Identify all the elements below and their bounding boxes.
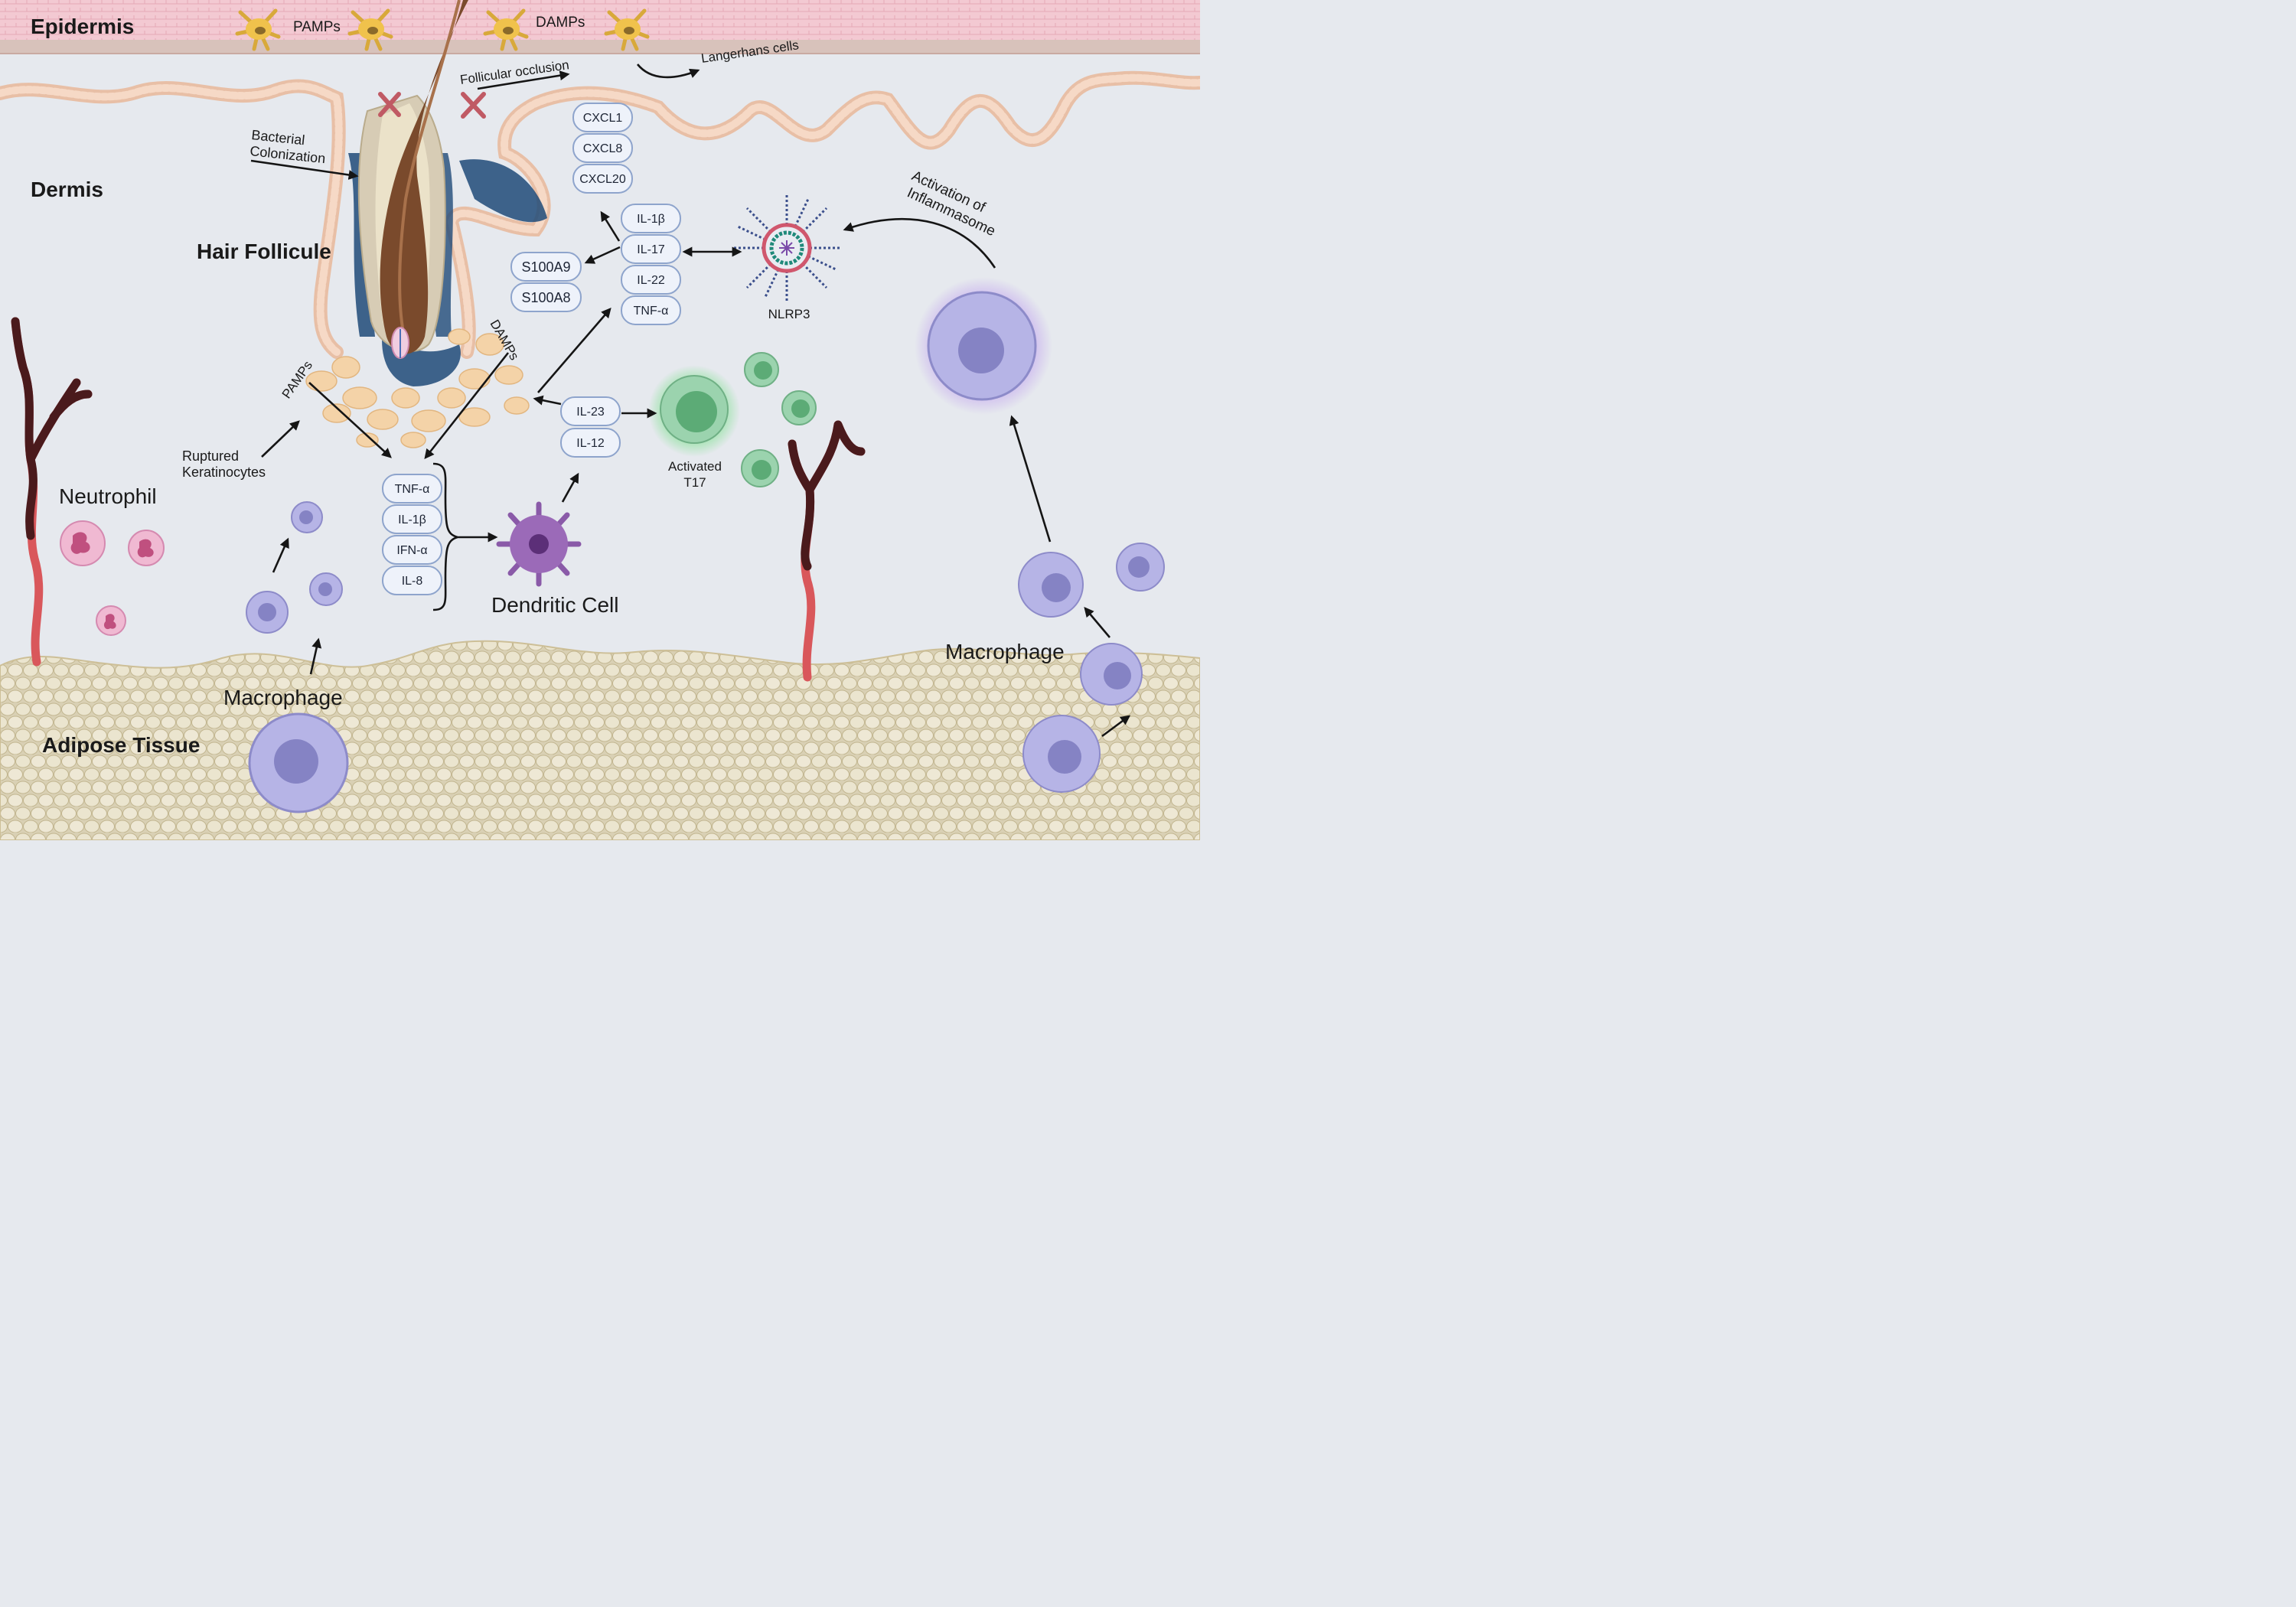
label-ruptured-1: Ruptured xyxy=(182,448,239,464)
pill-s100a9: S100A9 xyxy=(510,252,582,282)
hidradenitis-diagram: CXCL1 CXCL8 CXCL20 IL-1β IL-17 IL-22 TNF… xyxy=(0,0,1207,841)
ruptured-keratinocytes xyxy=(305,328,530,448)
svg-text:CXCL8: CXCL8 xyxy=(583,142,623,155)
pill-cxcl8: CXCL8 xyxy=(572,133,633,163)
s100-group: S100A9 S100A8 xyxy=(510,252,582,312)
pill-il23: IL-23 xyxy=(560,396,621,426)
arrows xyxy=(250,64,1131,738)
label-damps-top: DAMPs xyxy=(536,15,585,31)
blood-vessel-left xyxy=(11,317,93,667)
svg-text:IL-8: IL-8 xyxy=(402,575,423,588)
pill-il22: IL-22 xyxy=(621,265,681,295)
label-macrophage-right: Macrophage xyxy=(945,640,1065,663)
label-neutrophil: Neutrophil xyxy=(59,484,157,508)
pill-tnfa-top: TNF-α xyxy=(621,295,681,325)
svg-text:CXCL20: CXCL20 xyxy=(579,173,626,186)
dendritic-cell xyxy=(496,501,582,587)
pill-il1b-top: IL-1β xyxy=(621,204,681,233)
svg-text:TNF-α: TNF-α xyxy=(634,305,669,318)
label-ruptured-2: Keratinocytes xyxy=(182,464,266,480)
epidermis-layer xyxy=(0,0,1200,54)
follicle-wall xyxy=(0,70,1207,359)
label-t17-2: T17 xyxy=(683,475,706,490)
label-nlrp3: NLRP3 xyxy=(768,307,810,321)
svg-text:IL-22: IL-22 xyxy=(637,274,665,287)
diagram-canvas: CXCL1 CXCL8 CXCL20 IL-1β IL-17 IL-22 TNF… xyxy=(0,0,1207,841)
neutrophils xyxy=(60,520,165,636)
label-pamps-top: PAMPs xyxy=(293,19,341,35)
chemokine-group: CXCL1 CXCL8 CXCL20 xyxy=(572,103,633,194)
macrophages-right xyxy=(915,277,1165,793)
label-epidermis: Epidermis xyxy=(31,15,134,38)
nlrp3-inflammasome xyxy=(732,194,842,302)
blocked-markers xyxy=(378,92,486,119)
hair-follicle xyxy=(357,0,468,359)
svg-text:S100A8: S100A8 xyxy=(521,290,570,305)
pill-il12: IL-12 xyxy=(560,428,621,458)
pill-s100a8: S100A8 xyxy=(510,282,582,312)
dc-cytokine-group: IL-23 IL-12 xyxy=(560,396,621,458)
pill-cxcl1: CXCL1 xyxy=(572,103,633,132)
svg-text:IL-23: IL-23 xyxy=(576,406,605,419)
label-dendritic: Dendritic Cell xyxy=(491,593,619,617)
label-adipose: Adipose Tissue xyxy=(42,733,200,757)
label-hair-follicle: Hair Follicule xyxy=(197,240,331,263)
macrophages-left xyxy=(246,501,349,813)
svg-text:CXCL1: CXCL1 xyxy=(583,112,623,125)
early-cytokine-group: TNF-α IL-1β IFN-α IL-8 xyxy=(382,474,442,595)
th17-cytokine-group: IL-1β IL-17 IL-22 TNF-α xyxy=(621,204,681,325)
svg-text:TNF-α: TNF-α xyxy=(395,483,430,496)
svg-text:S100A9: S100A9 xyxy=(521,259,570,275)
svg-text:IL-1β: IL-1β xyxy=(637,213,665,226)
pill-il8: IL-8 xyxy=(382,566,442,595)
label-dermis: Dermis xyxy=(31,178,103,201)
svg-text:IL-12: IL-12 xyxy=(576,437,605,450)
cytokine-brace xyxy=(432,462,461,611)
pill-il1b-early: IL-1β xyxy=(382,504,442,534)
pill-tnfa-early: TNF-α xyxy=(382,474,442,504)
svg-text:IL-1β: IL-1β xyxy=(398,513,426,526)
pill-cxcl20: CXCL20 xyxy=(572,164,633,194)
langerhans-cells xyxy=(235,8,650,51)
blood-vessel-right xyxy=(788,420,866,682)
label-t17-1: Activated xyxy=(668,459,722,474)
svg-text:IL-17: IL-17 xyxy=(637,243,665,256)
pill-il17: IL-17 xyxy=(621,234,681,264)
t17-cells xyxy=(648,352,817,487)
svg-text:IFN-α: IFN-α xyxy=(396,544,427,557)
label-macrophage-left: Macrophage xyxy=(223,686,343,709)
pill-ifna: IFN-α xyxy=(382,535,442,565)
